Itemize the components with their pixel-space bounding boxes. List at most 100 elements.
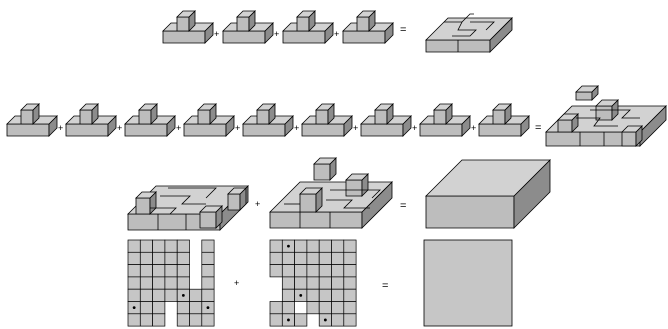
t-piece bbox=[283, 11, 333, 43]
square bbox=[424, 240, 512, 326]
grid-cell bbox=[128, 265, 140, 277]
grid-cell bbox=[332, 240, 344, 252]
grid-cell bbox=[344, 252, 356, 264]
plus-sign: + bbox=[471, 123, 476, 133]
grid-cell bbox=[165, 289, 177, 301]
plus-sign: + bbox=[214, 29, 219, 39]
grid-cell bbox=[270, 240, 282, 252]
cube bbox=[426, 160, 550, 228]
grid-cell bbox=[165, 252, 177, 264]
grid-cell bbox=[153, 265, 165, 277]
t-piece bbox=[479, 104, 529, 136]
grid-cell bbox=[319, 252, 331, 264]
grid-cell bbox=[344, 265, 356, 277]
slab-3x3-notched bbox=[128, 186, 248, 230]
t-piece bbox=[223, 11, 273, 43]
grid-cell bbox=[319, 302, 331, 314]
grid-cell bbox=[270, 265, 282, 277]
grid-cell bbox=[128, 277, 140, 289]
grid-cell bbox=[319, 289, 331, 301]
grid-cell bbox=[140, 289, 152, 301]
t-piece bbox=[302, 104, 352, 136]
grid-cell bbox=[140, 265, 152, 277]
grid-cell bbox=[128, 252, 140, 264]
grid-cell bbox=[140, 240, 152, 252]
slab-3x3-stacked bbox=[270, 158, 392, 228]
grid-cell bbox=[332, 277, 344, 289]
plus-sign: + bbox=[255, 199, 260, 209]
plus-sign: + bbox=[235, 123, 240, 133]
equals-sign: = bbox=[400, 200, 406, 212]
grid-cell bbox=[165, 277, 177, 289]
grid-cell bbox=[344, 314, 356, 326]
grid-right bbox=[270, 240, 356, 326]
grid-cell bbox=[307, 252, 319, 264]
grid-cell bbox=[140, 314, 152, 326]
grid-cell bbox=[190, 289, 202, 301]
grid-cell bbox=[295, 314, 307, 326]
stem-dot bbox=[133, 306, 136, 309]
plus-sign: + bbox=[294, 123, 299, 133]
grid-cell bbox=[140, 277, 152, 289]
t-piece bbox=[343, 11, 393, 43]
grid-cell bbox=[295, 265, 307, 277]
stem-dot bbox=[182, 294, 185, 297]
stem-dot bbox=[287, 319, 290, 322]
grid-cell bbox=[295, 277, 307, 289]
grid-cell bbox=[332, 265, 344, 277]
slab-2x2 bbox=[426, 14, 512, 52]
grid-left bbox=[128, 240, 214, 326]
grid-cell bbox=[270, 252, 282, 264]
grid-cell bbox=[319, 240, 331, 252]
grid-cell bbox=[332, 252, 344, 264]
t-piece bbox=[7, 104, 57, 136]
grid-cell bbox=[202, 314, 214, 326]
stem-dot bbox=[324, 319, 327, 322]
slab-3x3 bbox=[546, 86, 666, 146]
grid-cell bbox=[319, 277, 331, 289]
grid-cell bbox=[344, 277, 356, 289]
grid-cell bbox=[153, 314, 165, 326]
grid-cell bbox=[307, 302, 319, 314]
equation-row-2: + + + + + + + + bbox=[7, 104, 529, 136]
grid-cell bbox=[177, 252, 189, 264]
grid-cell bbox=[165, 240, 177, 252]
grid-cell bbox=[177, 314, 189, 326]
equals-sign: = bbox=[400, 24, 406, 36]
grid-cell bbox=[332, 314, 344, 326]
grid-cell bbox=[307, 265, 319, 277]
grid-cell bbox=[344, 302, 356, 314]
grid-cell bbox=[190, 314, 202, 326]
plus-sign: + bbox=[58, 123, 63, 133]
t-piece bbox=[125, 104, 175, 136]
grid-cell bbox=[165, 265, 177, 277]
grid-cell bbox=[202, 289, 214, 301]
grid-cell bbox=[270, 302, 282, 314]
equals-sign: = bbox=[535, 122, 541, 134]
grid-cell bbox=[307, 240, 319, 252]
plus-sign: + bbox=[334, 29, 339, 39]
stem-dot bbox=[207, 306, 210, 309]
grid-cell bbox=[202, 277, 214, 289]
plus-sign: + bbox=[117, 123, 122, 133]
grid-cell bbox=[282, 289, 294, 301]
t-piece bbox=[243, 104, 293, 136]
plus-sign: + bbox=[412, 123, 417, 133]
grid-cell bbox=[202, 240, 214, 252]
grid-cell bbox=[332, 289, 344, 301]
t-piece bbox=[361, 104, 411, 136]
grid-cell bbox=[202, 265, 214, 277]
grid-cell bbox=[177, 302, 189, 314]
grid-cell bbox=[282, 265, 294, 277]
grid-cell bbox=[319, 265, 331, 277]
plus-sign: + bbox=[176, 123, 181, 133]
grid-cell bbox=[153, 277, 165, 289]
grid-cell bbox=[282, 252, 294, 264]
equals-sign: = bbox=[382, 280, 388, 292]
grid-cell bbox=[282, 277, 294, 289]
grid-cell bbox=[140, 252, 152, 264]
grid-cell bbox=[190, 302, 202, 314]
plus-sign: + bbox=[353, 123, 358, 133]
grid-cell bbox=[128, 289, 140, 301]
